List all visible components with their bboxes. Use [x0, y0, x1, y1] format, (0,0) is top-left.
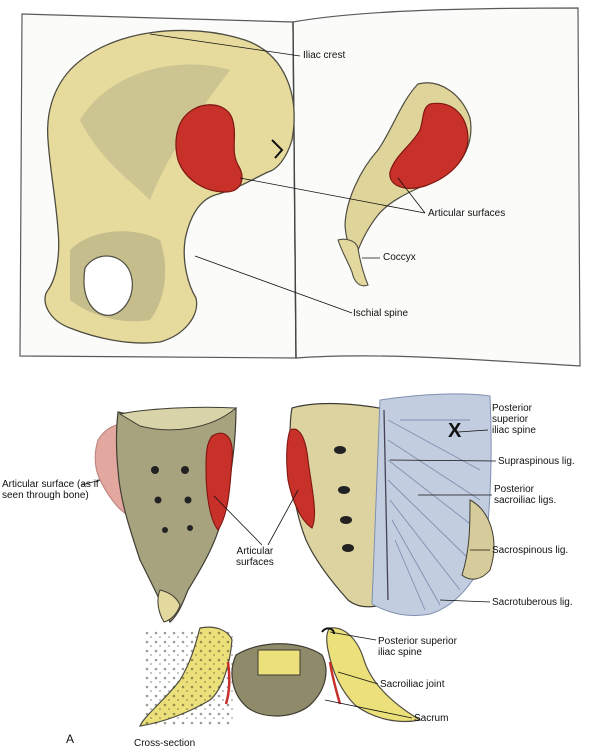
label-sacrotuberous-lig: Sacrotuberous lig. [492, 597, 573, 608]
label-sacrospinous-lig: Sacrospinous lig. [492, 545, 569, 556]
posterior-foramen [338, 486, 350, 494]
psis-notch [271, 139, 284, 159]
obturator-foramen [83, 255, 133, 316]
coccyx-anterior [157, 589, 181, 623]
coccyx-bone [337, 238, 369, 287]
sacrum-anterior-view [94, 406, 238, 623]
leader-line [337, 671, 379, 685]
leader-line [149, 33, 301, 57]
label-sacrum: Sacrum [414, 713, 449, 724]
ilium-articular-surface [175, 104, 243, 193]
posterior-foramen [334, 446, 346, 454]
sacral-foramen [184, 496, 192, 504]
leader-line [457, 429, 489, 433]
sacral-foramen [162, 527, 168, 533]
leader-line [439, 599, 491, 603]
leader-line [324, 699, 413, 719]
sacrum-articular-surface [389, 102, 469, 189]
hip-bone-shading [80, 64, 230, 200]
sacrum-anterior-top [118, 406, 238, 431]
leader-line [397, 177, 426, 214]
leader-line [194, 255, 353, 314]
leader-line [267, 489, 299, 546]
label-coccyx: Coccyx [383, 252, 416, 263]
label-cross-section: Cross-section [134, 738, 196, 749]
hip-bone [44, 29, 295, 344]
label-ischial-spine: Ischial spine [353, 308, 409, 319]
leader-line [81, 479, 101, 486]
cross-section [138, 626, 422, 727]
sacrum-side-view [337, 82, 472, 287]
sacrum-anterior-articular [205, 432, 233, 531]
sacrum-posterior-view [286, 393, 495, 617]
left-sacroiliac-joint [224, 661, 231, 705]
cross-section-sacrum [231, 643, 327, 717]
sacral-foramen [181, 466, 189, 474]
label-articular-surfaces-top: Articular surfaces [428, 208, 506, 219]
cross-section-right-ilium [326, 627, 422, 723]
label-sacroiliac-joint: Sacroiliac joint [380, 679, 445, 690]
posterior-foramen [342, 544, 354, 552]
figure-letter: A [66, 732, 75, 746]
book-right-page [292, 7, 581, 367]
label-articular-surfaces-mid: Articular surfaces [236, 546, 274, 568]
leader-line [329, 631, 377, 641]
sacral-foramen [187, 525, 193, 531]
right-sacroiliac-joint [328, 661, 342, 705]
label-articular-surface-see-through: Articular surface (as if seen through bo… [2, 479, 99, 501]
label-posterior-superior-iliac-spine: Posterior superior iliac spine [492, 403, 536, 436]
label-supraspinous-lig: Supraspinous lig. [498, 456, 575, 467]
label-posterior-sacroiliac-ligs: Posterior sacroiliac ligs. [494, 484, 557, 506]
leader-line [213, 495, 263, 546]
cross-section-left-ilium-texture [145, 630, 233, 725]
sacrum-posterior-articular [286, 428, 316, 529]
label-psis-bottom: Posterior superior iliac spine [378, 636, 457, 658]
sacrospinous-ligament-band [461, 499, 495, 580]
leader-lines [81, 33, 497, 719]
leader-line [239, 177, 426, 214]
sacral-foramen [151, 466, 159, 474]
label-iliac-crest: Iliac crest [303, 50, 346, 61]
supraspinous-ligament-line [383, 409, 389, 601]
cross-section-sacral-body [257, 649, 301, 676]
leader-line [389, 459, 497, 462]
posterior-foramen [340, 516, 352, 524]
psis-x-mark: X [448, 420, 462, 442]
book-spine [292, 21, 297, 359]
sacral-foramen [154, 496, 162, 504]
